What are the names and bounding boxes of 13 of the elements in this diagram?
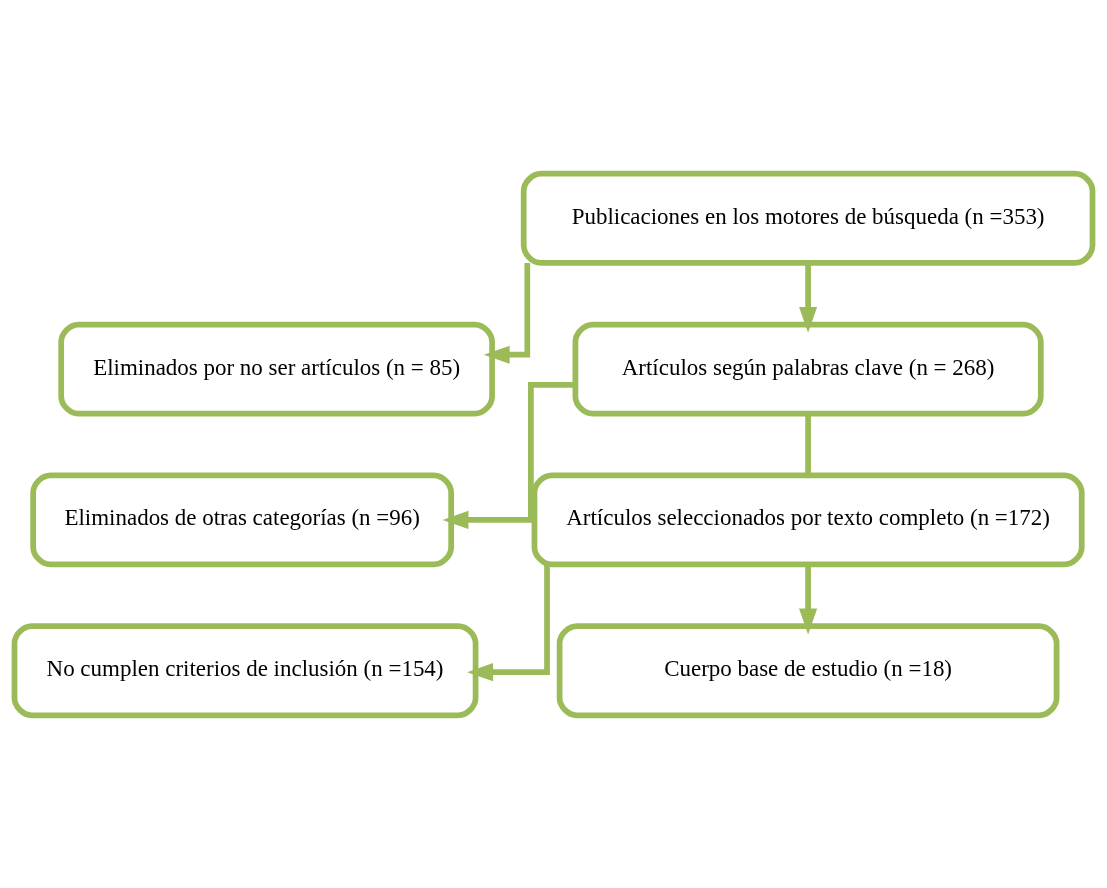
arrow [799, 564, 818, 634]
arrow [799, 262, 818, 333]
arrow [467, 564, 550, 681]
connector [805, 413, 811, 475]
node-box: Eliminados de otras categorías (n =96) [30, 472, 455, 567]
node-box: Cuerpo base de estudio (n =18) [556, 622, 1060, 718]
node-box: Artículos según palabras clave (n = 268) [572, 321, 1044, 416]
node-box: No cumplen criterios de inclusión (n =154) [11, 622, 479, 718]
arrow [442, 381, 575, 529]
node-box: Artículos seleccionados por texto completo (n =172) [531, 472, 1085, 567]
node-box: Publicaciones en los motores de búsqueda (n =353) [520, 170, 1096, 266]
arrow [483, 262, 531, 364]
node-box: Eliminados por no ser artículos (n = 85) [58, 321, 495, 416]
